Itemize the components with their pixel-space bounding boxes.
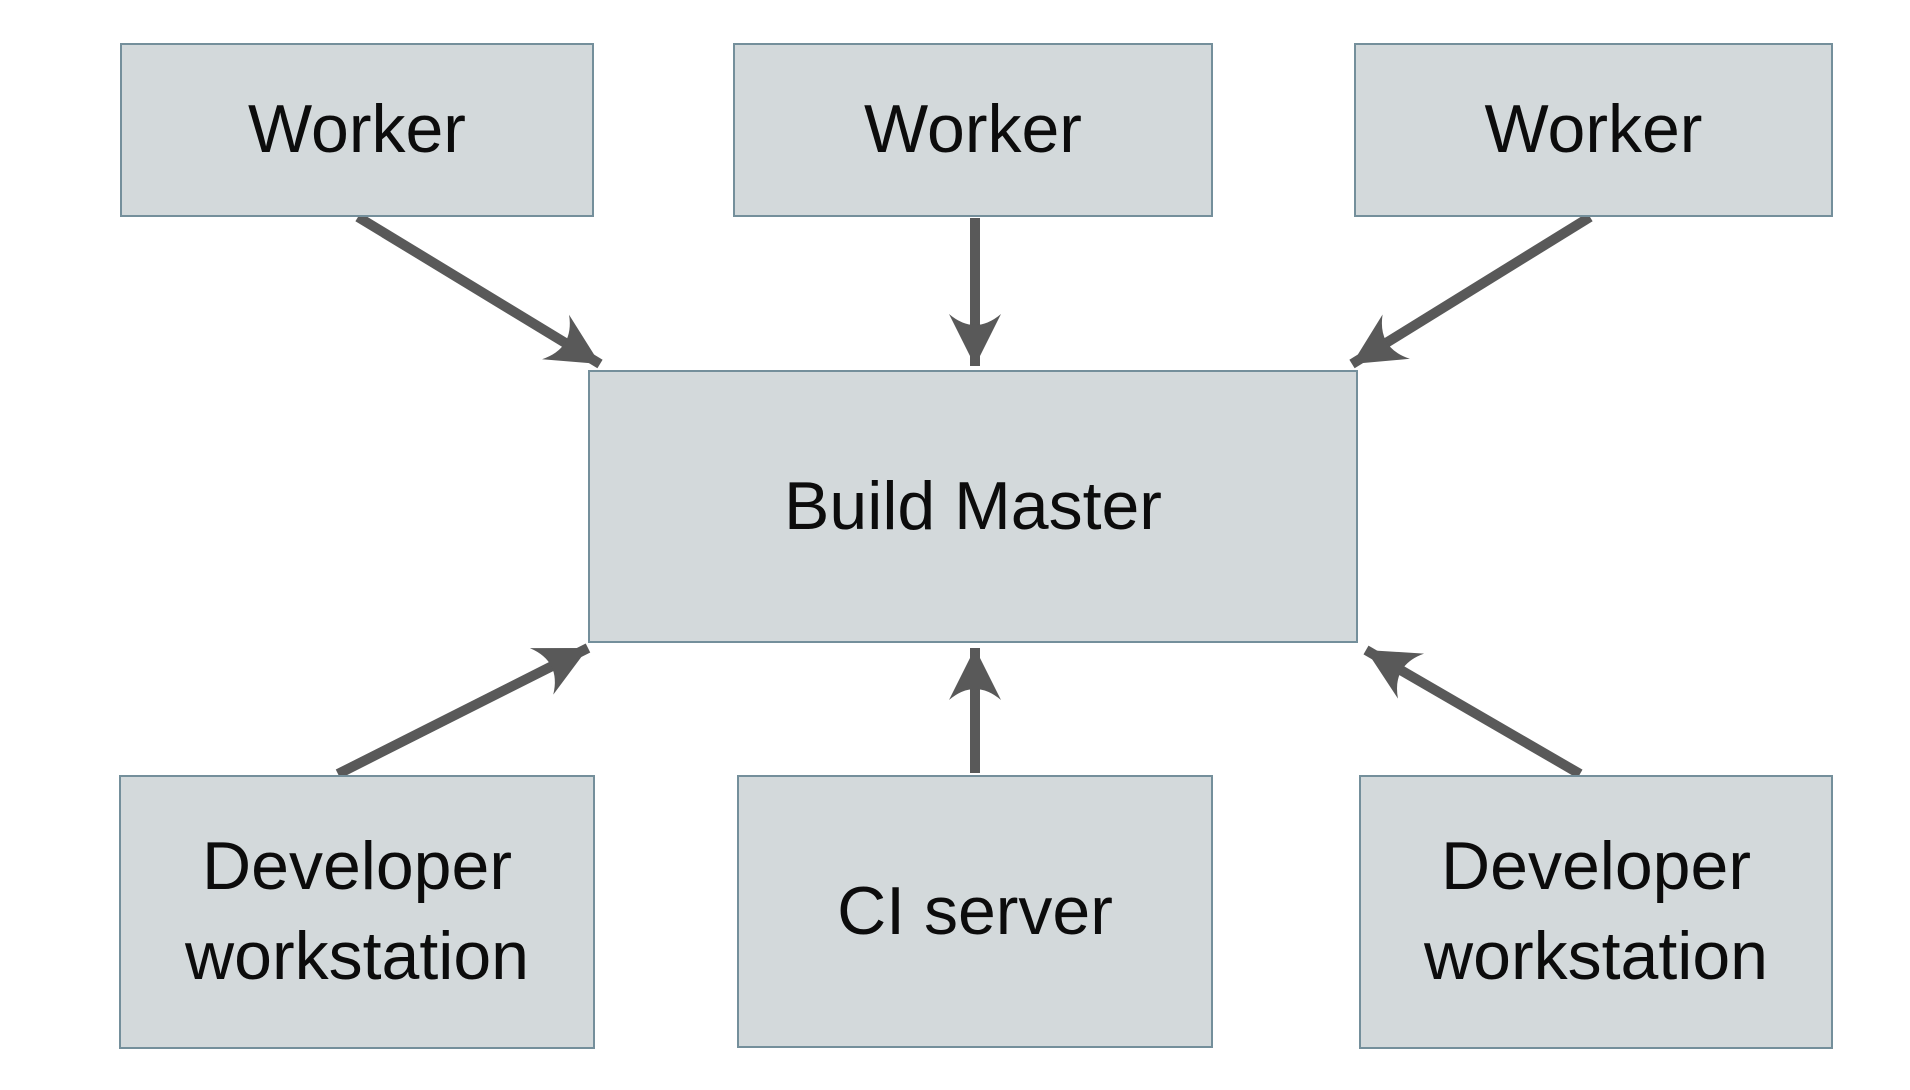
node-label-developer-workstation-right: Developer workstation — [1424, 828, 1768, 994]
node-build-master: Build Master — [588, 370, 1358, 643]
arrow-developer-workstation-left-to-build-master — [335, 643, 591, 779]
node-label-developer-workstation-left: Developer workstation — [185, 828, 529, 994]
node-label-ci-server: CI server — [837, 872, 1113, 949]
arrow-developer-workstation-right-to-build-master — [1363, 645, 1583, 779]
node-worker-1: Worker — [120, 43, 594, 217]
node-label-worker-1: Worker — [248, 91, 466, 168]
node-worker-2: Worker — [733, 43, 1213, 217]
node-label-worker-3: Worker — [1484, 91, 1703, 168]
node-worker-3: Worker — [1354, 43, 1833, 217]
node-ci-server: CI server — [737, 775, 1213, 1048]
arrow-worker-3-to-build-master — [1349, 212, 1593, 369]
node-developer-workstation-left: Developer workstation — [119, 775, 595, 1049]
node-label-worker-2: Worker — [864, 91, 1082, 168]
node-developer-workstation-right: Developer workstation — [1359, 775, 1833, 1049]
arrow-worker-1-to-build-master — [355, 212, 603, 369]
node-label-build-master: Build Master — [784, 467, 1162, 544]
